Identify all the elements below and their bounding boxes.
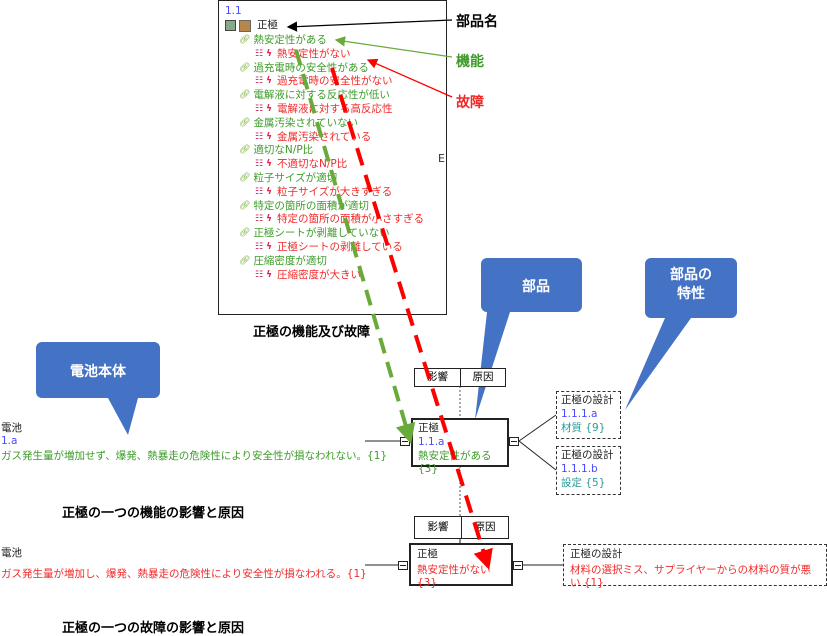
label-function: 機能 — [456, 54, 484, 70]
hierarchy-icon: ☷ — [255, 48, 264, 59]
fl-cause[interactable]: 正極の設計 材料の選択ミス、サプライヤーからの材料の質が悪い {1} — [563, 544, 827, 589]
callout-part-char-shape — [625, 258, 737, 410]
caption-failure-diagram: 正極の一つの故障の影響と原因 — [62, 621, 245, 636]
lightning-icon: ϟ — [266, 159, 273, 170]
fl-node-text: 熱安定性がない {3} — [417, 564, 491, 589]
fn-node-id: 1.1.a — [418, 436, 445, 448]
fn-node-name: 正極 — [418, 422, 439, 434]
cause-id: 1.1.1.b — [561, 463, 598, 475]
tree-part-row[interactable]: 正極 — [225, 19, 278, 32]
fl-right-port[interactable] — [513, 561, 523, 570]
callout-part-shape — [475, 258, 582, 420]
tree-id: 1.1 — [225, 5, 242, 17]
hierarchy-icon: ☷ — [255, 76, 264, 87]
fn-cause-tab[interactable]: 原因 — [460, 368, 506, 387]
hierarchy-icon: ☷ — [255, 131, 264, 142]
fn-left-text: ガス発生量が増加せず、爆発、熱暴走の危険性により安全性が損なわれない。{1} — [1, 450, 388, 462]
fl-left-text: ガス発生量が増加し、爆発、熱暴走の危険性により安全性が損なわれる。{1} — [1, 568, 367, 580]
function-link-icon: 🔗︎ — [239, 90, 251, 101]
function-link-icon: 🔗︎ — [239, 173, 251, 183]
hierarchy-icon: ☷ — [255, 186, 264, 197]
fn-left-id: 1.a — [1, 435, 18, 447]
hierarchy-icon: ☷ — [255, 269, 264, 280]
callout-battery-shape — [36, 342, 160, 435]
lightning-icon: ϟ — [266, 131, 273, 142]
cause-text: 設定 {5} — [561, 477, 606, 489]
function-link-icon: 🔗︎ — [239, 200, 251, 211]
collapse-icon[interactable] — [225, 20, 236, 31]
cause-text: 材料の選択ミス、サプライヤーからの材料の質が悪い {1} — [570, 564, 812, 589]
lightning-icon: ϟ — [266, 242, 273, 252]
lightning-icon: ϟ — [266, 76, 273, 87]
fn-node-text: 熱安定性がある {3} — [418, 450, 492, 475]
lightning-icon: ϟ — [266, 48, 273, 59]
fn-left-name: 電池 — [1, 422, 22, 434]
lightning-icon: ϟ — [266, 186, 273, 197]
fl-left-port[interactable] — [398, 561, 408, 570]
cause-id: 1.1.1.a — [561, 408, 598, 420]
hierarchy-icon: ☷ — [255, 214, 264, 225]
callout-part: 部品 — [522, 279, 550, 295]
fl-node-name: 正極 — [417, 548, 438, 560]
fn-left-port[interactable] — [400, 437, 410, 446]
cause-name: 正極の設計 — [561, 394, 614, 406]
function-link-icon: 🔗︎ — [239, 255, 251, 266]
fl-left-name: 電池 — [1, 547, 22, 559]
tree-function-item[interactable]: 🔗︎熱安定性がある — [239, 34, 327, 47]
lightning-icon: ϟ — [266, 214, 273, 225]
part-icon — [239, 19, 251, 32]
fn-node[interactable]: 正極 1.1.a 熱安定性がある {3} — [411, 418, 509, 475]
tree-part-name: 正極 — [257, 19, 278, 31]
fl-effect-tab[interactable]: 影響 — [414, 516, 462, 539]
cause-name: 正極の設計 — [570, 548, 623, 560]
caption-function-diagram: 正極の一つの機能の影響と原因 — [62, 506, 245, 521]
hierarchy-icon: ☷ — [255, 242, 264, 252]
callout-battery: 電池本体 — [70, 364, 126, 380]
function-link-icon: 🔗︎ — [239, 228, 251, 239]
cause-name: 正極の設計 — [561, 449, 614, 461]
lightning-icon: ϟ — [266, 104, 273, 114]
lightning-icon: ϟ — [266, 269, 273, 280]
function-link-icon: 🔗︎ — [239, 145, 251, 156]
cause-text: 材質 {9} — [561, 422, 606, 434]
label-part-name: 部品名 — [456, 14, 498, 30]
function-label: 熱安定性がある — [253, 34, 327, 46]
fn-cause-1[interactable]: 正極の設計 1.1.1.a 材質 {9} — [556, 391, 621, 439]
fl-node[interactable]: 正極 熱安定性がない {3} — [409, 543, 513, 589]
hierarchy-icon: ☷ — [255, 104, 264, 114]
function-link-icon: 🔗︎ — [239, 62, 251, 73]
fn-cause-2[interactable]: 正極の設計 1.1.1.b 設定 {5} — [556, 446, 621, 495]
fn-right-port[interactable] — [509, 437, 519, 446]
hierarchy-icon: ☷ — [255, 159, 264, 170]
fn-effect-tab[interactable]: 影響 — [414, 368, 461, 387]
function-link-icon: 🔗︎ — [239, 35, 251, 45]
callout-part-char: 部品の 特性 — [670, 267, 712, 302]
fl-cause-tab[interactable]: 原因 — [461, 516, 509, 539]
function-link-icon: 🔗︎ — [239, 117, 251, 128]
